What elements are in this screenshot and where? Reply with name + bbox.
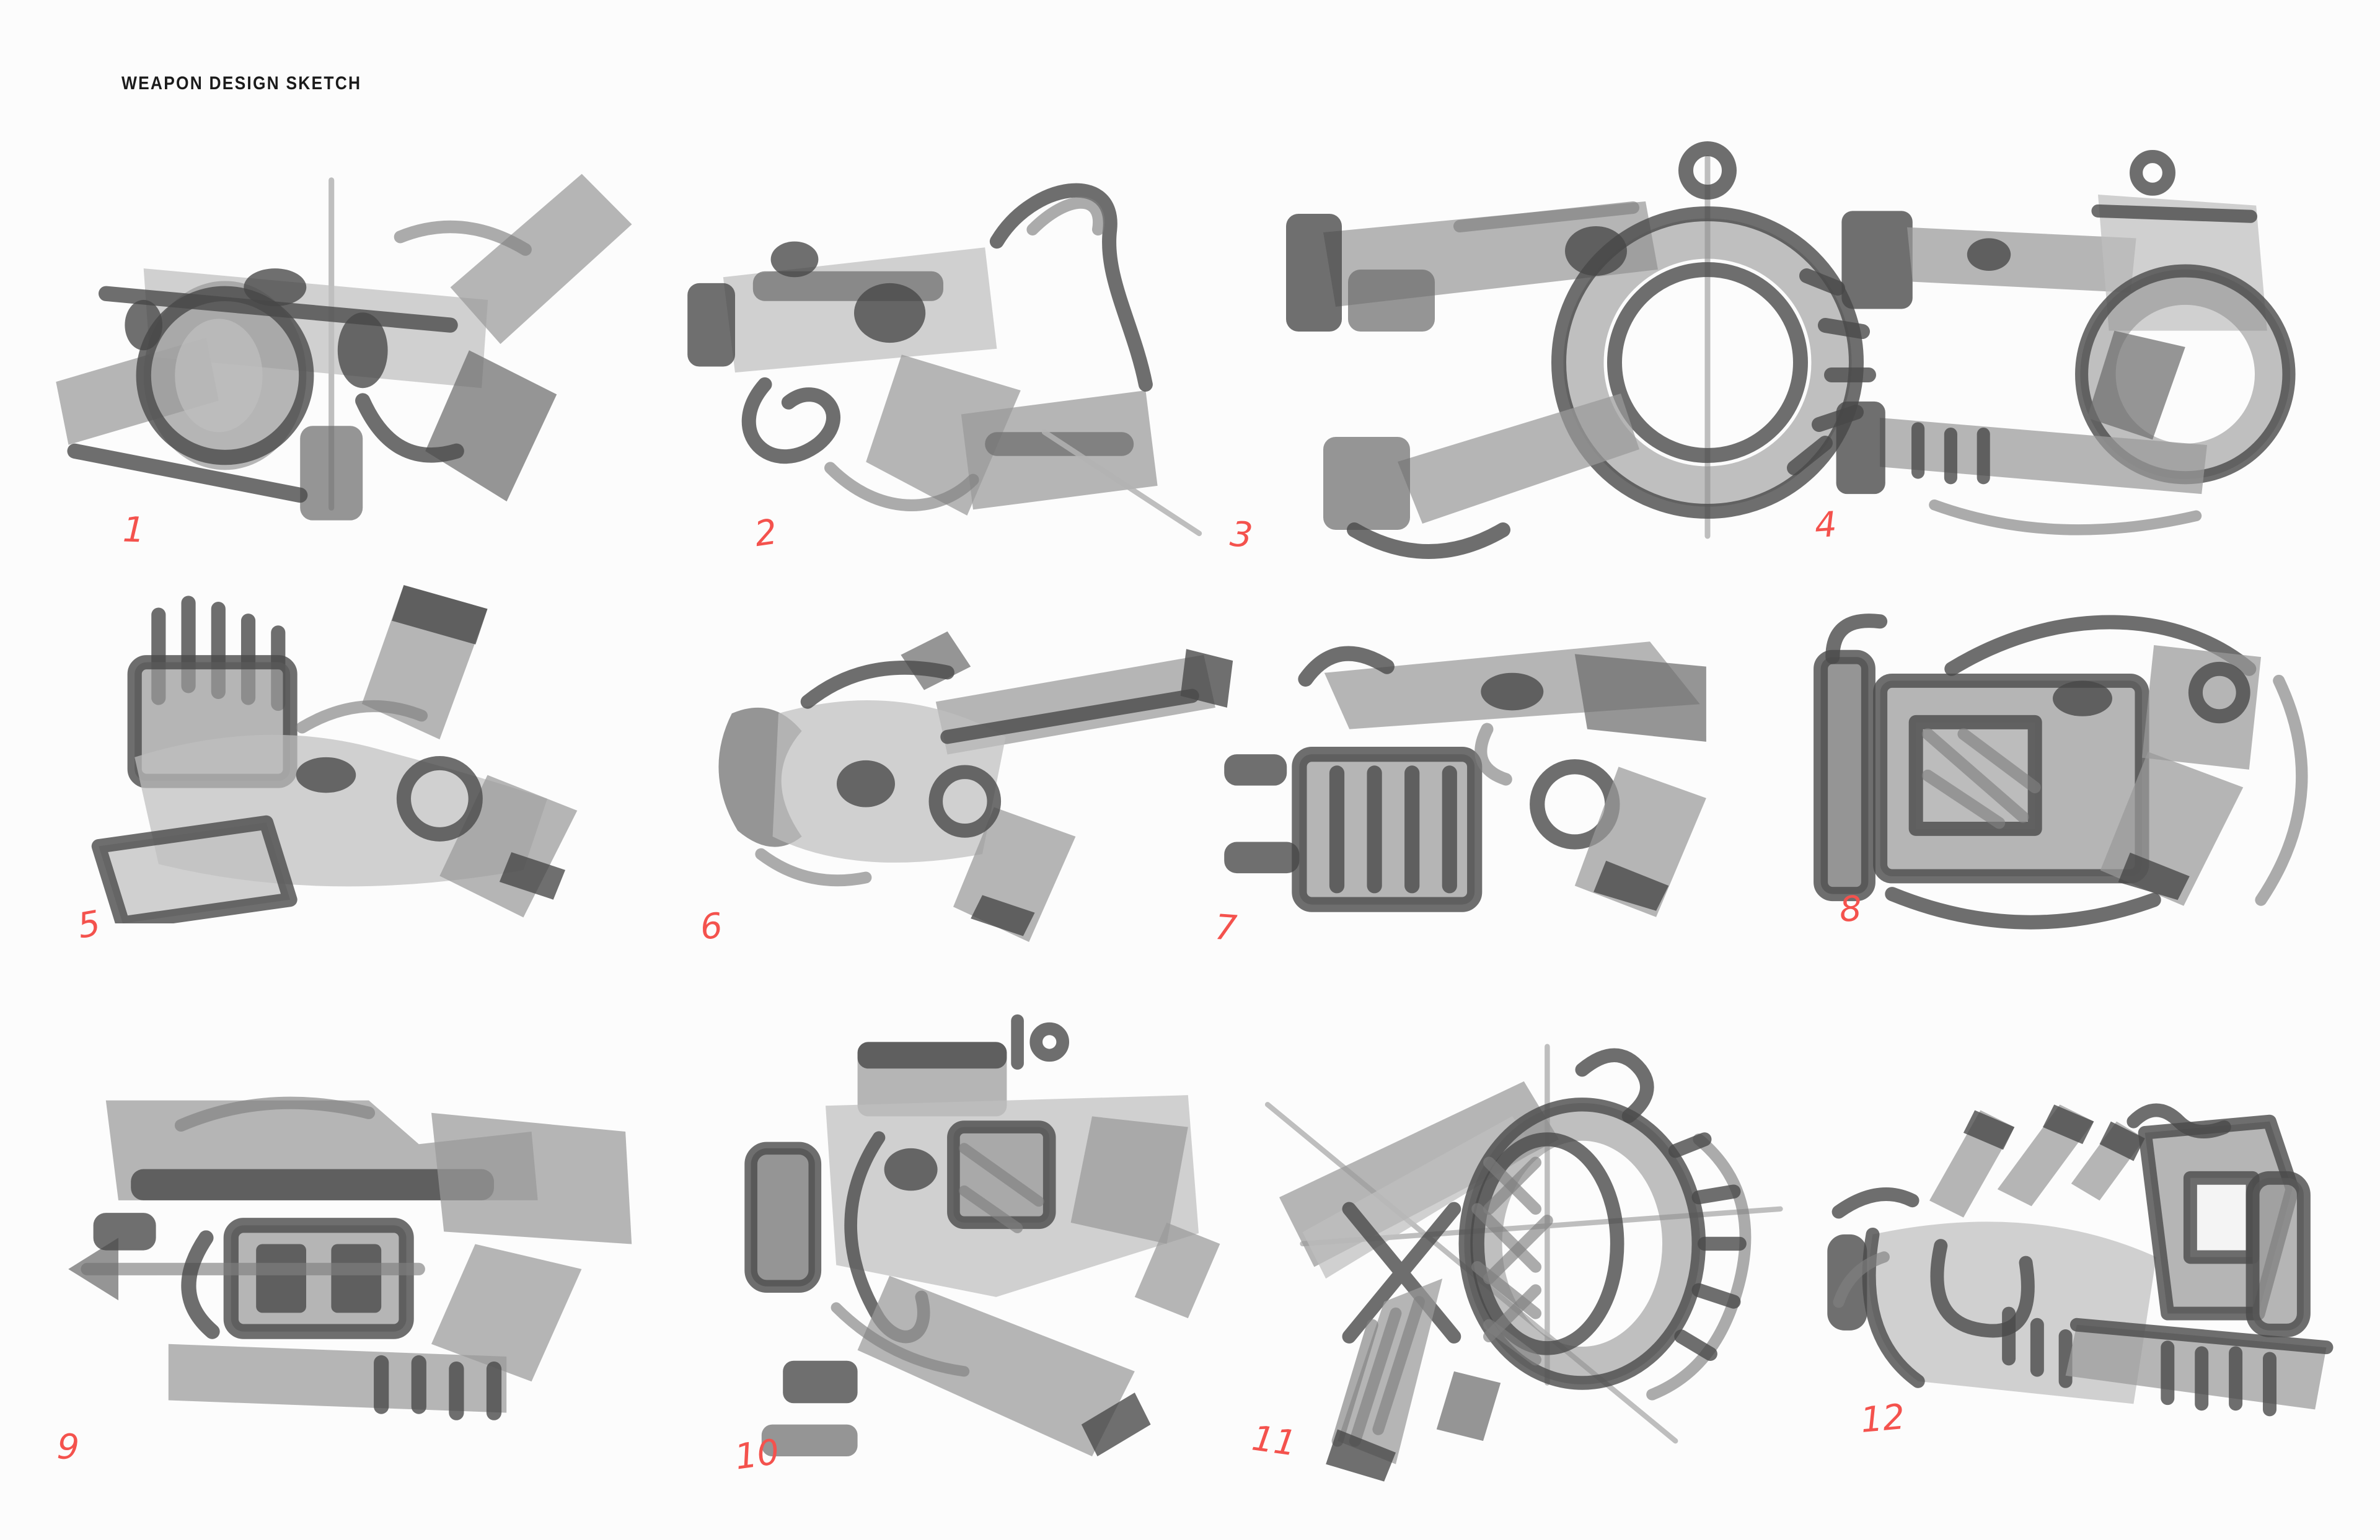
weapon-sketch-9: 9 [56, 1050, 682, 1468]
sketch-number-8: 8 [1838, 889, 1863, 930]
weapon-sketch-7-drawing [1224, 641, 1706, 917]
weapon-sketch-2-drawing [687, 183, 1202, 537]
weapon-sketch-2: 2 [676, 158, 1271, 555]
weapon-sketch-6: 6 [691, 620, 1274, 948]
weapon-sketch-10-drawing [744, 1014, 1220, 1456]
sketch-number-11: 11 [1249, 1418, 1299, 1464]
weapon-sketch-4: 4 [1814, 146, 2371, 548]
weapon-sketch-12: 12 [1816, 1088, 2380, 1441]
sketch-number-10: 10 [732, 1432, 782, 1478]
weapon-sketch-5: 5 [75, 573, 685, 947]
weapon-sketch-1-drawing [56, 174, 632, 521]
weapon-sketch-12-drawing [1827, 1103, 2334, 1417]
sketch-number-3: 3 [1228, 514, 1254, 557]
sketch-number-7: 7 [1213, 907, 1238, 949]
weapon-sketch-11: 11 [1221, 1035, 1804, 1487]
weapon-sketch-11-drawing [1264, 1044, 1783, 1482]
sketch-number-12: 12 [1859, 1397, 1906, 1441]
weapon-sketch-10: 10 [719, 1010, 1252, 1494]
sketch-number-1: 1 [121, 509, 146, 551]
weapon-sketch-5-drawing [91, 585, 578, 923]
weapon-sketch-1: 1 [37, 149, 663, 551]
page-title: WEAPON DESIGN SKETCH [121, 73, 362, 94]
weapon-sketch-8: 8 [1785, 592, 2380, 930]
weapon-sketch-3-drawing [1286, 141, 1876, 559]
weapon-sketch-3: 3 [1228, 139, 1893, 561]
weapon-sketch-6-drawing [718, 631, 1233, 942]
sketch-number-6: 6 [698, 905, 725, 948]
weapon-sketch-9-drawing [68, 1096, 632, 1420]
weapon-sketch-7: 7 [1212, 629, 1838, 949]
weapon-sketch-4-drawing [1836, 150, 2296, 535]
weapon-sketch-8-drawing [1814, 614, 2308, 930]
sketch-number-4: 4 [1813, 504, 1838, 547]
sketch-number-2: 2 [752, 511, 780, 555]
sketch-number-9: 9 [56, 1427, 81, 1468]
